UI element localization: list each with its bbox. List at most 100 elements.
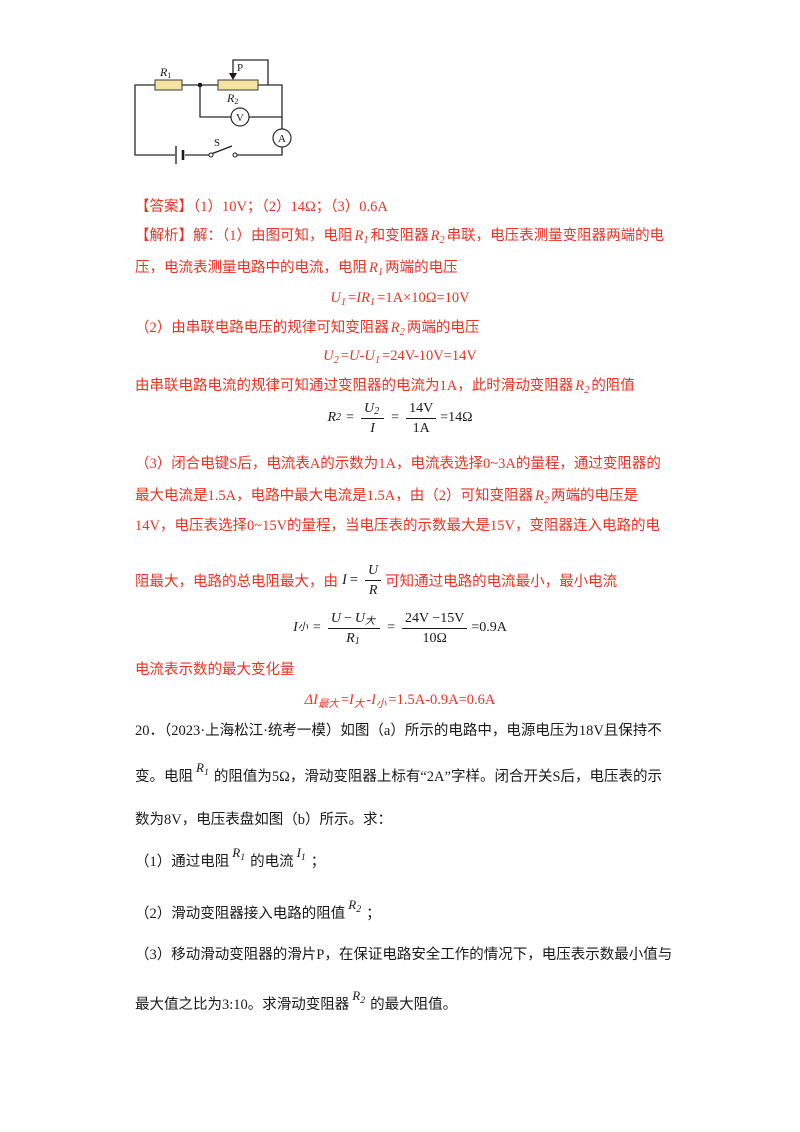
- label-r1-letter: R: [159, 65, 168, 79]
- math-var: R: [352, 988, 361, 1003]
- circuit-diagram: R1 P R2 V A S: [134, 59, 292, 164]
- text-run: 的阻值: [591, 378, 635, 394]
- math-sub: 大: [353, 698, 365, 710]
- math-sub: 1: [240, 851, 246, 863]
- inline-math: R1: [232, 846, 247, 863]
- question-line-3: 数为8V，电压表盘如图（b）所示。求：: [135, 812, 392, 828]
- text-run: 的电流: [250, 854, 294, 870]
- fraction-denominator: I: [370, 420, 375, 436]
- text-run: ；: [310, 854, 326, 870]
- math-var: I: [371, 692, 376, 708]
- math-var: R: [354, 228, 364, 244]
- math-var: R: [346, 630, 355, 646]
- analysis-line-7: 14V，电压表选择0~15V的量程，当电压表的示数最大是15V，变阻器连入电路的…: [135, 518, 661, 534]
- math-sub: 1: [300, 851, 306, 863]
- math-var: R: [575, 378, 585, 394]
- junction-dot: [197, 82, 203, 88]
- math-result: =14Ω: [440, 410, 473, 425]
- text-run: 两端的电压: [406, 320, 480, 336]
- math-var: R: [430, 228, 440, 244]
- ammeter: [272, 128, 292, 148]
- math-var: IR: [356, 290, 370, 306]
- text-run: 串联，电压表测量变阻器两端的电: [446, 228, 665, 244]
- math-sub: 2: [333, 354, 339, 366]
- question-line-1: 20．（2023·上海松江·统考一模）如图（a）所示的电路中，电源电压为18V且…: [135, 723, 662, 739]
- math-var: R: [327, 410, 337, 425]
- math-sub: 1: [363, 234, 369, 246]
- fraction: U R: [365, 562, 382, 599]
- math-result: =0.9A: [471, 620, 507, 635]
- fraction-denominator: 10Ω: [422, 630, 447, 646]
- math-op: =: [340, 348, 350, 364]
- math-sub: 2: [584, 384, 590, 396]
- math-sub: 1: [203, 766, 209, 778]
- math-var: R: [196, 760, 204, 775]
- text-run: =1A×10Ω=10V: [377, 290, 470, 306]
- fraction: U2 I: [361, 400, 385, 437]
- fraction-numerator: 24V −15V: [401, 610, 468, 629]
- ammeter-label: A: [278, 133, 286, 145]
- math-var: I: [313, 692, 318, 708]
- label-r2-sub: 2: [234, 97, 238, 106]
- math-sub: 小: [375, 698, 387, 710]
- text-run: 【解析】解：（1）由图可知，电阻: [135, 228, 353, 244]
- math-var: U: [330, 290, 341, 306]
- text-run: （2）滑动变阻器接入电路的阻值: [135, 906, 346, 922]
- text-run: 两端的电压是: [551, 488, 639, 504]
- voltmeter: [230, 107, 250, 127]
- fraction-denominator: R1: [343, 629, 365, 647]
- text-run: 由串联电路电流的规律可知通过变阻器的电流为1A，此时滑动变阻器: [135, 378, 574, 394]
- text-run: 的阻值为5Ω，滑动变阻器上标有“2A”字样。闭合开关S后，电压表的示: [213, 769, 663, 785]
- math-sub: 1: [369, 296, 376, 308]
- math-var: R: [390, 320, 400, 336]
- answer-line: 【答案】（1）10V；（2）14Ω；（3）0.6A: [135, 199, 388, 215]
- math-var: I: [342, 571, 347, 588]
- switch-pivot: [208, 152, 214, 158]
- analysis-line-8: 阻最大，电路的总电阻最大，由 I = U R 可知通过电路的电流最小，最小电流: [135, 560, 617, 600]
- math-var: R: [369, 260, 378, 276]
- inline-math: R2: [352, 988, 367, 1006]
- formula-delta-i: ΔI最大=I大-I小=1.5A-0.9A=0.6A: [0, 690, 800, 710]
- slider-arrow-icon: [229, 73, 237, 80]
- fraction-denominator: 1A: [412, 420, 430, 436]
- math-sub: 2: [543, 494, 550, 506]
- math-op: −: [343, 610, 352, 626]
- circuit-wires: [134, 59, 283, 156]
- text-run: 两端的电压: [385, 260, 458, 276]
- fraction-numerator: U−U大: [327, 610, 381, 629]
- label-p: P: [237, 62, 243, 74]
- question-line-6: （3）移动滑动变阻器的滑片P，在保证电路安全工作的情况下，电压表示数最小值与: [135, 947, 673, 963]
- math-var: R: [348, 897, 357, 912]
- fraction-numerator: U: [365, 562, 382, 581]
- text-run: 和变阻器: [370, 228, 429, 244]
- math-op: =: [346, 410, 354, 425]
- math-sub: 1: [374, 354, 381, 366]
- fraction: 14V 1A: [406, 400, 437, 437]
- math-sub: 2: [356, 903, 362, 915]
- math-op: =: [348, 290, 357, 306]
- math-op: =: [340, 692, 350, 708]
- math-sub: 1: [354, 636, 360, 648]
- math-sub: 2: [360, 994, 366, 1006]
- math-op: -: [359, 348, 365, 364]
- text-run: 可知通过电路的电流最小，最小电流: [385, 573, 618, 590]
- math-op: =: [387, 620, 395, 635]
- math-var: I: [293, 620, 298, 635]
- text-run: ；: [366, 906, 381, 922]
- question-line-5: （2）滑动变阻器接入电路的阻值R2 ；: [135, 898, 381, 924]
- formula-u1: U1=IR1=1A×10Ω=10V: [0, 288, 800, 308]
- math-sub: 2: [439, 234, 445, 246]
- formula-u2: U2=U-U1=24V-10V=14V: [0, 346, 800, 366]
- switch-blade: [212, 145, 233, 155]
- math-sub: 1: [377, 266, 384, 278]
- fraction-denominator: R: [368, 582, 378, 598]
